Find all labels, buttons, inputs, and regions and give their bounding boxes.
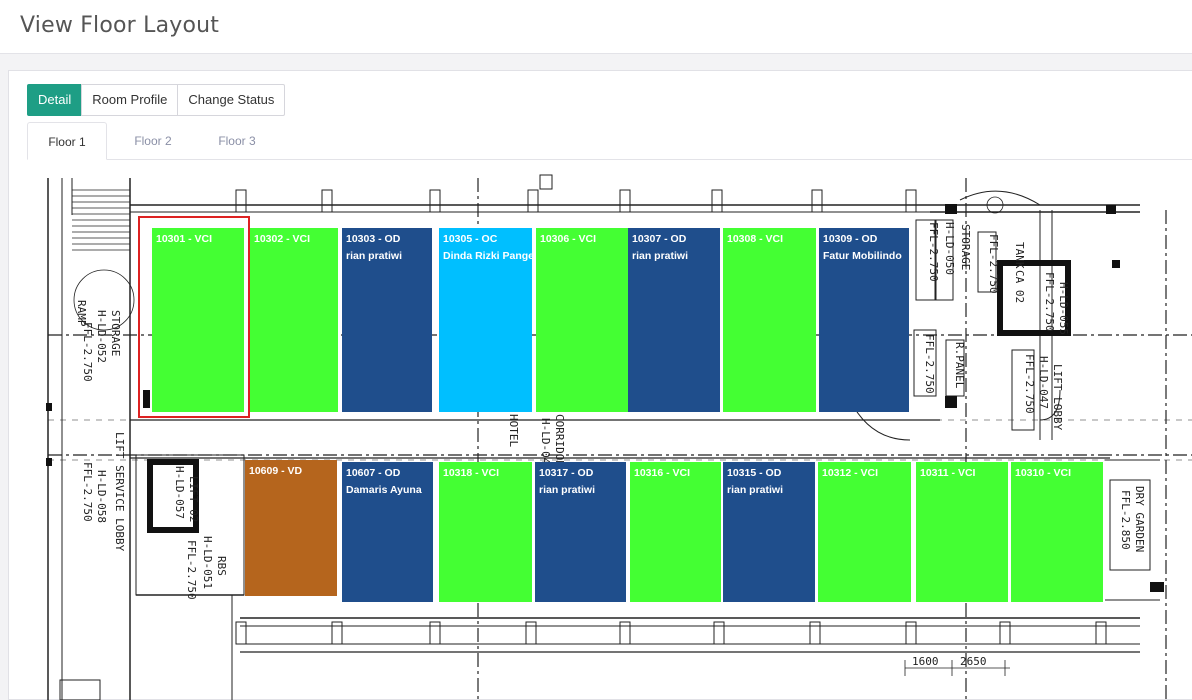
room-label: 10308 - VCI <box>727 233 784 245</box>
tab-floor-1[interactable]: Floor 1 <box>27 122 107 160</box>
tab-floor-2[interactable]: Floor 2 <box>134 134 172 148</box>
room-label: 10317 - OD <box>539 467 594 479</box>
room-10303[interactable]: 10303 - OD rian pratiwi <box>342 228 432 412</box>
room-10311[interactable]: 10311 - VCI <box>916 462 1008 602</box>
room-10317[interactable]: 10317 - OD rian pratiwi <box>535 462 626 602</box>
room-10609[interactable]: 10609 - VD <box>245 460 337 596</box>
detail-button[interactable]: Detail <box>27 84 83 116</box>
floor-tabs: Floor 1 Floor 2 Floor 3 <box>27 122 1192 160</box>
room-label: 10315 - OD <box>727 467 782 479</box>
action-button-group: Detail Room Profile Change Status <box>27 84 286 116</box>
room-guest-name: rian pratiwi <box>632 250 689 262</box>
room-10305[interactable]: 10305 - OC Dinda Rizki Pangestu <box>439 228 532 412</box>
room-label: 10307 - OD <box>632 233 687 245</box>
room-label: 10311 - VCI <box>920 467 976 479</box>
room-guest-name: Fatur Mobilindo <box>823 250 902 262</box>
room-label: 10301 - VCI <box>156 233 213 245</box>
room-10306[interactable]: 10306 - VCI <box>536 228 628 412</box>
room-10318[interactable]: 10318 - VCI <box>439 462 532 602</box>
room-10607[interactable]: 10607 - OD Damaris Ayuna <box>342 462 433 602</box>
room-label: 10318 - VCI <box>443 467 500 479</box>
room-10312[interactable]: 10312 - VCI <box>818 462 911 602</box>
room-guest-name: rian pratiwi <box>727 484 784 496</box>
room-label: 10309 - OD <box>823 233 878 245</box>
room-label: 10609 - VD <box>249 465 303 477</box>
room-label: 10305 - OC <box>443 233 498 245</box>
room-label: 10607 - OD <box>346 467 401 479</box>
room-label: 10312 - VCI <box>822 467 879 479</box>
room-guest-name: rian pratiwi <box>346 250 403 262</box>
room-label: 10302 - VCI <box>254 233 311 245</box>
room-10309[interactable]: 10309 - OD Fatur Mobilindo <box>819 228 909 412</box>
room-guest-name: Damaris Ayuna <box>346 484 422 496</box>
room-label: 10316 - VCI <box>634 467 691 479</box>
page-header: View Floor Layout <box>0 0 1192 54</box>
page-title: View Floor Layout <box>20 13 220 38</box>
tab-floor-3[interactable]: Floor 3 <box>218 134 256 148</box>
room-10302[interactable]: 10302 - VCI <box>250 228 338 412</box>
room-10301[interactable]: 10301 - VCI <box>152 228 244 412</box>
room-label: 10310 - VCI <box>1015 467 1072 479</box>
room-10316[interactable]: 10316 - VCI <box>630 462 721 602</box>
room-label: 10303 - OD <box>346 233 401 245</box>
room-guest-name: Dinda Rizki Pangestu <box>443 250 532 262</box>
room-10310[interactable]: 10310 - VCI <box>1011 462 1103 602</box>
room-10307[interactable]: 10307 - OD rian pratiwi <box>628 228 720 412</box>
change-status-button[interactable]: Change Status <box>177 84 286 116</box>
room-label: 10306 - VCI <box>540 233 597 245</box>
room-profile-button[interactable]: Room Profile <box>81 84 179 116</box>
room-guest-name: rian pratiwi <box>539 484 596 496</box>
room-10315[interactable]: 10315 - OD rian pratiwi <box>723 462 815 602</box>
room-10308[interactable]: 10308 - VCI <box>723 228 816 412</box>
